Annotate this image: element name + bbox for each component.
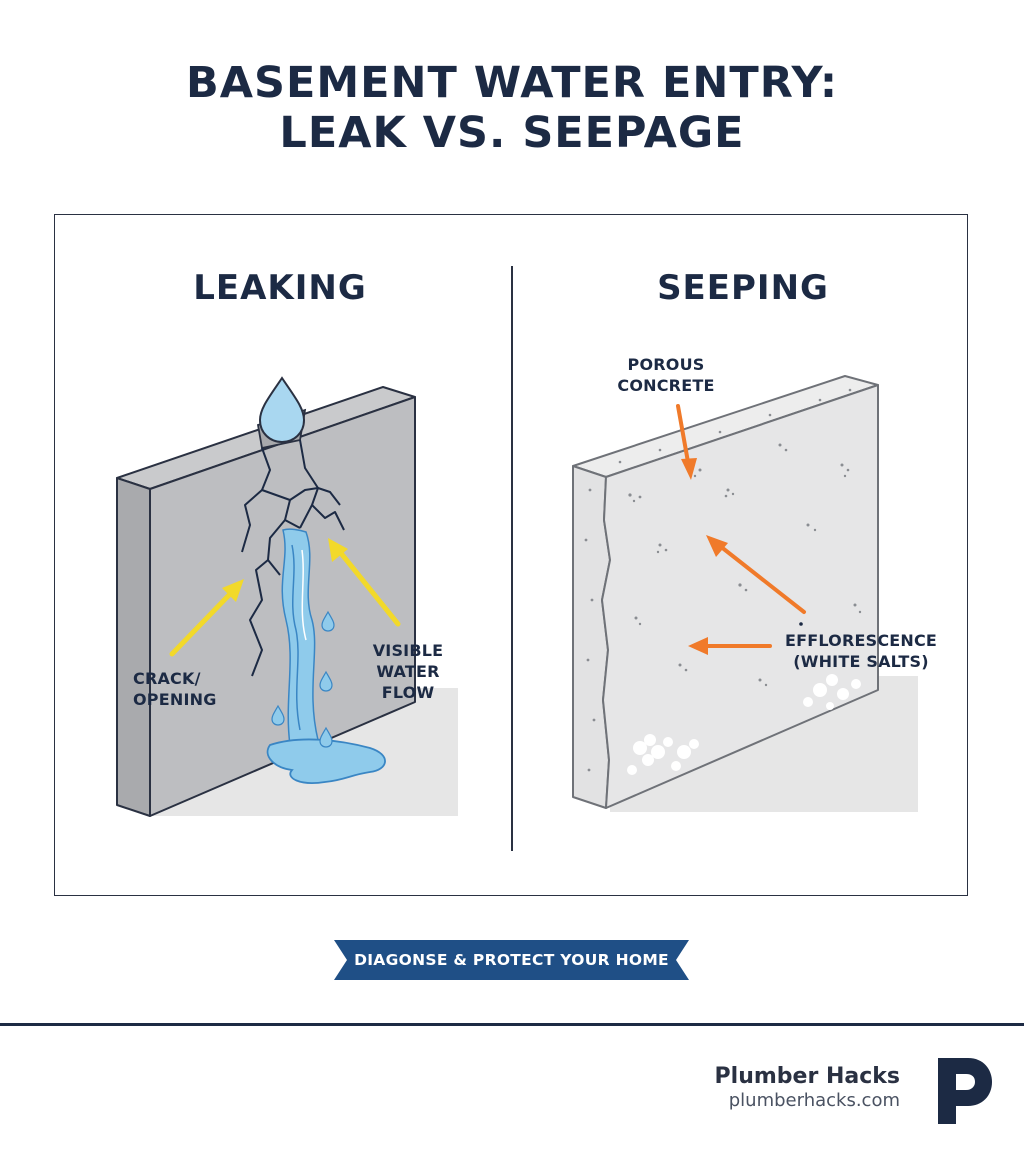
crack-label-line-2: OPENING: [133, 690, 217, 709]
porous-concrete-label: POROUS CONCRETE: [610, 354, 722, 396]
drop-icon: [319, 726, 333, 748]
flow-label-line-1: VISIBLE: [372, 641, 444, 660]
crack-label-line-1: CRACK/: [133, 669, 201, 688]
p-letter-icon: [938, 1058, 992, 1124]
leaking-heading: LEAKING: [193, 268, 367, 308]
stream-ripple-1: [291, 544, 301, 731]
page-title: BASEMENT WATER ENTRY: LEAK VS. SEEPAGE: [0, 58, 1024, 158]
porous-label-line-2: CONCRETE: [617, 376, 715, 395]
effl-label-line-1: EFFLORESCENCE: [784, 631, 938, 650]
crack-arrow-head: [222, 579, 244, 602]
left-wall-side-face: [116, 477, 151, 817]
efflorescence-arrow-upper: [718, 544, 806, 614]
porous-arrow: [676, 404, 690, 464]
crack-opening-label: CRACK/ OPENING: [133, 668, 217, 710]
ribbon-banner: [334, 940, 689, 980]
crack-arrow: [169, 589, 235, 657]
porous-arrow-head: [681, 458, 697, 480]
efflorescence-arrow-upper-head: [706, 535, 728, 557]
label-dot: [799, 622, 803, 626]
efflorescence-arrow-lower-head: [688, 637, 708, 655]
water-puddle: [266, 738, 386, 784]
crack-lines: [241, 439, 345, 677]
drop-icon: [319, 670, 333, 692]
water-stream: [281, 528, 319, 746]
stream-highlight: [301, 549, 307, 641]
ribbon-text: DIAGONSE & PROTECT YOUR HOME: [354, 951, 669, 969]
effl-label-line-2: (WHITE SALTS): [793, 652, 929, 671]
drop-icon: [271, 704, 285, 726]
flow-label-line-2: WATER FLOW: [376, 662, 440, 702]
visible-flow-label: VISIBLE WATER FLOW: [348, 640, 468, 703]
title-line-1: BASEMENT WATER ENTRY:: [185, 58, 839, 108]
efflorescence-label: EFFLORESCENCE (WHITE SALTS): [783, 630, 939, 672]
flow-arrow-head: [328, 538, 348, 562]
flow-arrow: [337, 549, 401, 627]
footer-divider: [0, 1023, 1024, 1026]
efflorescence-salts: [627, 674, 861, 775]
seeping-wall-illustration: [572, 375, 918, 812]
left-wall-front-face: [149, 396, 416, 817]
title-line-2: LEAK VS. SEEPAGE: [279, 108, 745, 158]
brand-url: plumberhacks.com: [728, 1090, 900, 1111]
water-drop-icon: [258, 376, 306, 444]
seeping-heading: SEEPING: [657, 268, 829, 308]
pore-speckles: [584, 388, 862, 772]
panel-divider: [511, 266, 513, 851]
drop-icon: [321, 610, 335, 632]
leaking-wall-illustration: [116, 376, 458, 817]
brand-name: Plumber Hacks: [714, 1064, 900, 1089]
porous-label-line-1: POROUS: [627, 355, 705, 374]
